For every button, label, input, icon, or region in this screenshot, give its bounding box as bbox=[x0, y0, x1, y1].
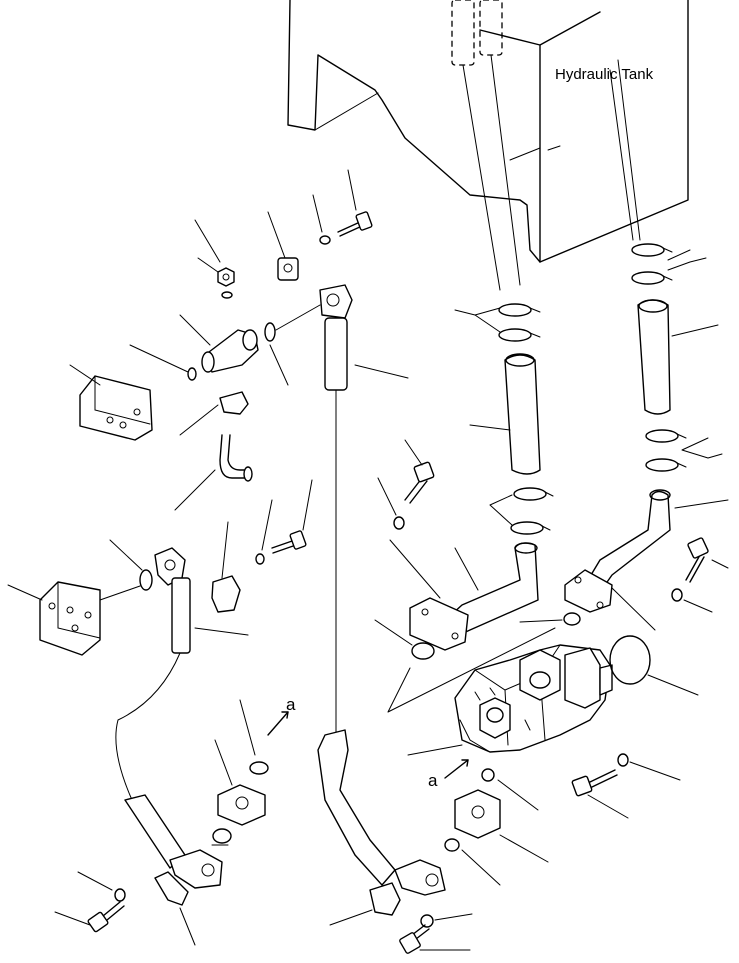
tank-label: Hydraulic Tank bbox=[555, 66, 654, 83]
pressure-hose-upper bbox=[267, 211, 409, 391]
suction-hose-right bbox=[637, 299, 719, 415]
elbow-fitting bbox=[129, 314, 259, 373]
washer bbox=[114, 888, 126, 902]
o-ring bbox=[444, 838, 460, 852]
hose-clamp bbox=[489, 487, 554, 535]
bolt bbox=[399, 924, 471, 954]
bolt bbox=[571, 769, 629, 819]
flange-block bbox=[214, 739, 266, 826]
hose-clamp bbox=[454, 303, 541, 342]
pressure-hose-lower bbox=[115, 547, 249, 889]
o-ring bbox=[609, 635, 651, 685]
o-ring bbox=[187, 367, 197, 381]
o-ring bbox=[481, 768, 495, 782]
nut bbox=[194, 219, 235, 287]
suction-hose-left bbox=[469, 353, 541, 475]
washer bbox=[221, 291, 233, 299]
o-ring bbox=[411, 642, 435, 660]
suction-tube-left bbox=[389, 539, 539, 651]
hose-clamp bbox=[631, 243, 707, 285]
o-ring bbox=[249, 761, 269, 775]
hydraulic-pump bbox=[454, 644, 613, 753]
bolt bbox=[54, 901, 125, 933]
washer bbox=[420, 914, 434, 928]
washer bbox=[671, 588, 683, 602]
flange-block bbox=[454, 789, 549, 863]
washer bbox=[319, 235, 331, 245]
suction-tube-right bbox=[564, 489, 729, 631]
hose-clamp bbox=[645, 429, 723, 472]
bolt bbox=[271, 479, 313, 554]
split-flange bbox=[154, 871, 196, 946]
control-valve-block-upper bbox=[69, 364, 153, 441]
o-ring bbox=[139, 569, 153, 591]
o-ring bbox=[212, 828, 232, 844]
u-fitting bbox=[174, 434, 253, 511]
bolt bbox=[685, 537, 729, 583]
washer bbox=[255, 553, 265, 565]
bolt bbox=[337, 169, 373, 237]
o-ring bbox=[264, 322, 276, 342]
o-ring bbox=[563, 612, 581, 626]
bolt bbox=[404, 439, 435, 504]
washer bbox=[393, 516, 405, 530]
ref-a-top: a bbox=[286, 695, 296, 714]
washer bbox=[617, 753, 629, 767]
long-pressure-hose bbox=[317, 389, 446, 896]
ref-a-pump: a bbox=[428, 771, 438, 790]
control-valve-block-lower bbox=[7, 581, 101, 656]
split-flange bbox=[179, 391, 249, 436]
hydraulic-tank: Hydraulic Tank bbox=[287, 0, 689, 291]
split-flange bbox=[329, 882, 401, 926]
split-flange bbox=[211, 521, 241, 613]
